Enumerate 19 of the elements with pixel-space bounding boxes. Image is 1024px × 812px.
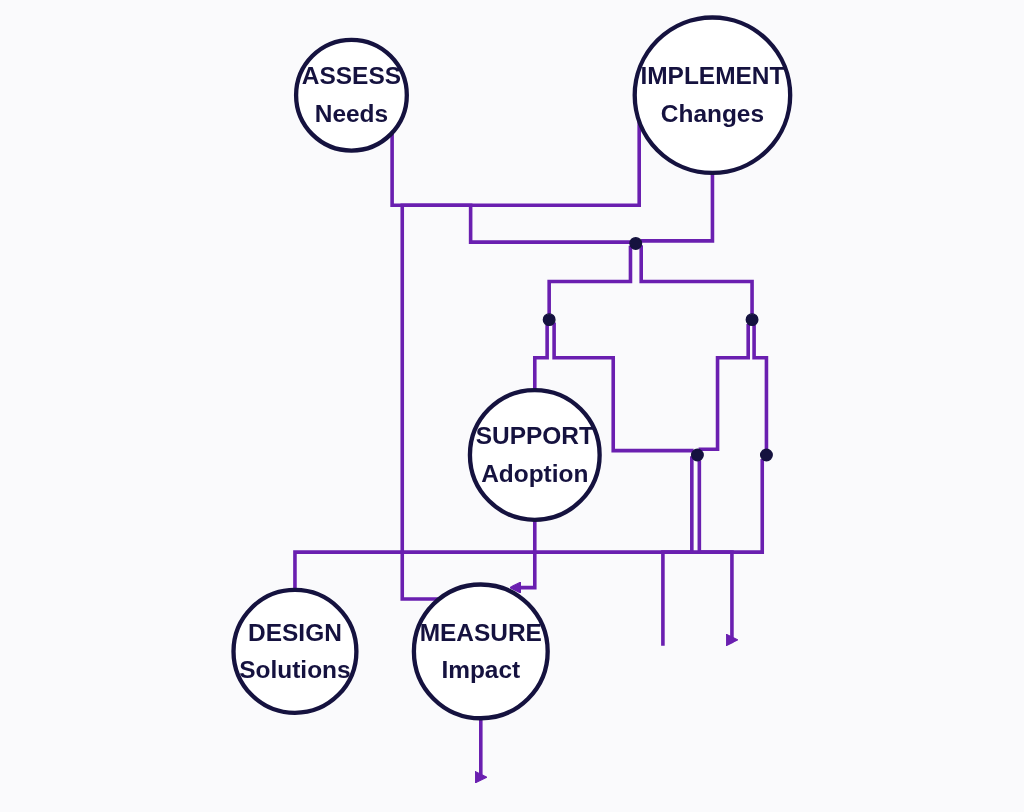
connector	[552, 322, 694, 453]
connector	[698, 323, 751, 452]
node-circle	[760, 448, 774, 462]
connector	[661, 458, 765, 648]
node-circle	[411, 582, 550, 721]
node-circle	[632, 15, 793, 176]
connector	[752, 325, 769, 451]
connector	[293, 456, 694, 592]
connector	[547, 245, 633, 316]
node-circle	[467, 387, 602, 522]
node-circle	[691, 448, 705, 462]
node-circle	[294, 37, 410, 153]
connector	[639, 245, 754, 316]
arrow	[697, 460, 739, 647]
flowchart: ASSESS Needs DESIGN Solutions IMPLEMENT Changes SUPPORT Adoption MEASURE Impact	[222, 6, 802, 806]
node-circle	[542, 313, 556, 327]
node-circle	[629, 236, 643, 250]
node-circle	[231, 587, 359, 715]
node-circle	[745, 313, 759, 327]
